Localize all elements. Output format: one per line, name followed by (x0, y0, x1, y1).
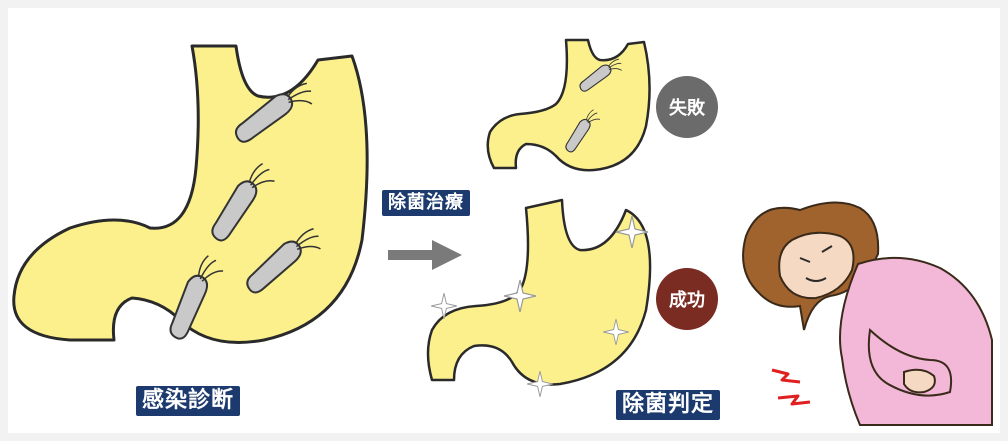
person-stomach-pain-icon (743, 202, 992, 425)
stomach-clean-icon (428, 200, 650, 385)
arrow-right-icon (388, 240, 462, 270)
label-eradication-judgement: 除菌判定 (616, 390, 720, 420)
badge-success: 成功 (656, 268, 718, 330)
pain-lightning-icon (772, 370, 810, 404)
label-eradication-treatment: 除菌治療 (382, 190, 470, 216)
badge-failure: 失敗 (656, 76, 718, 138)
stomach-failed-icon (488, 40, 650, 170)
label-infection-diagnosis: 感染診断 (136, 386, 240, 416)
